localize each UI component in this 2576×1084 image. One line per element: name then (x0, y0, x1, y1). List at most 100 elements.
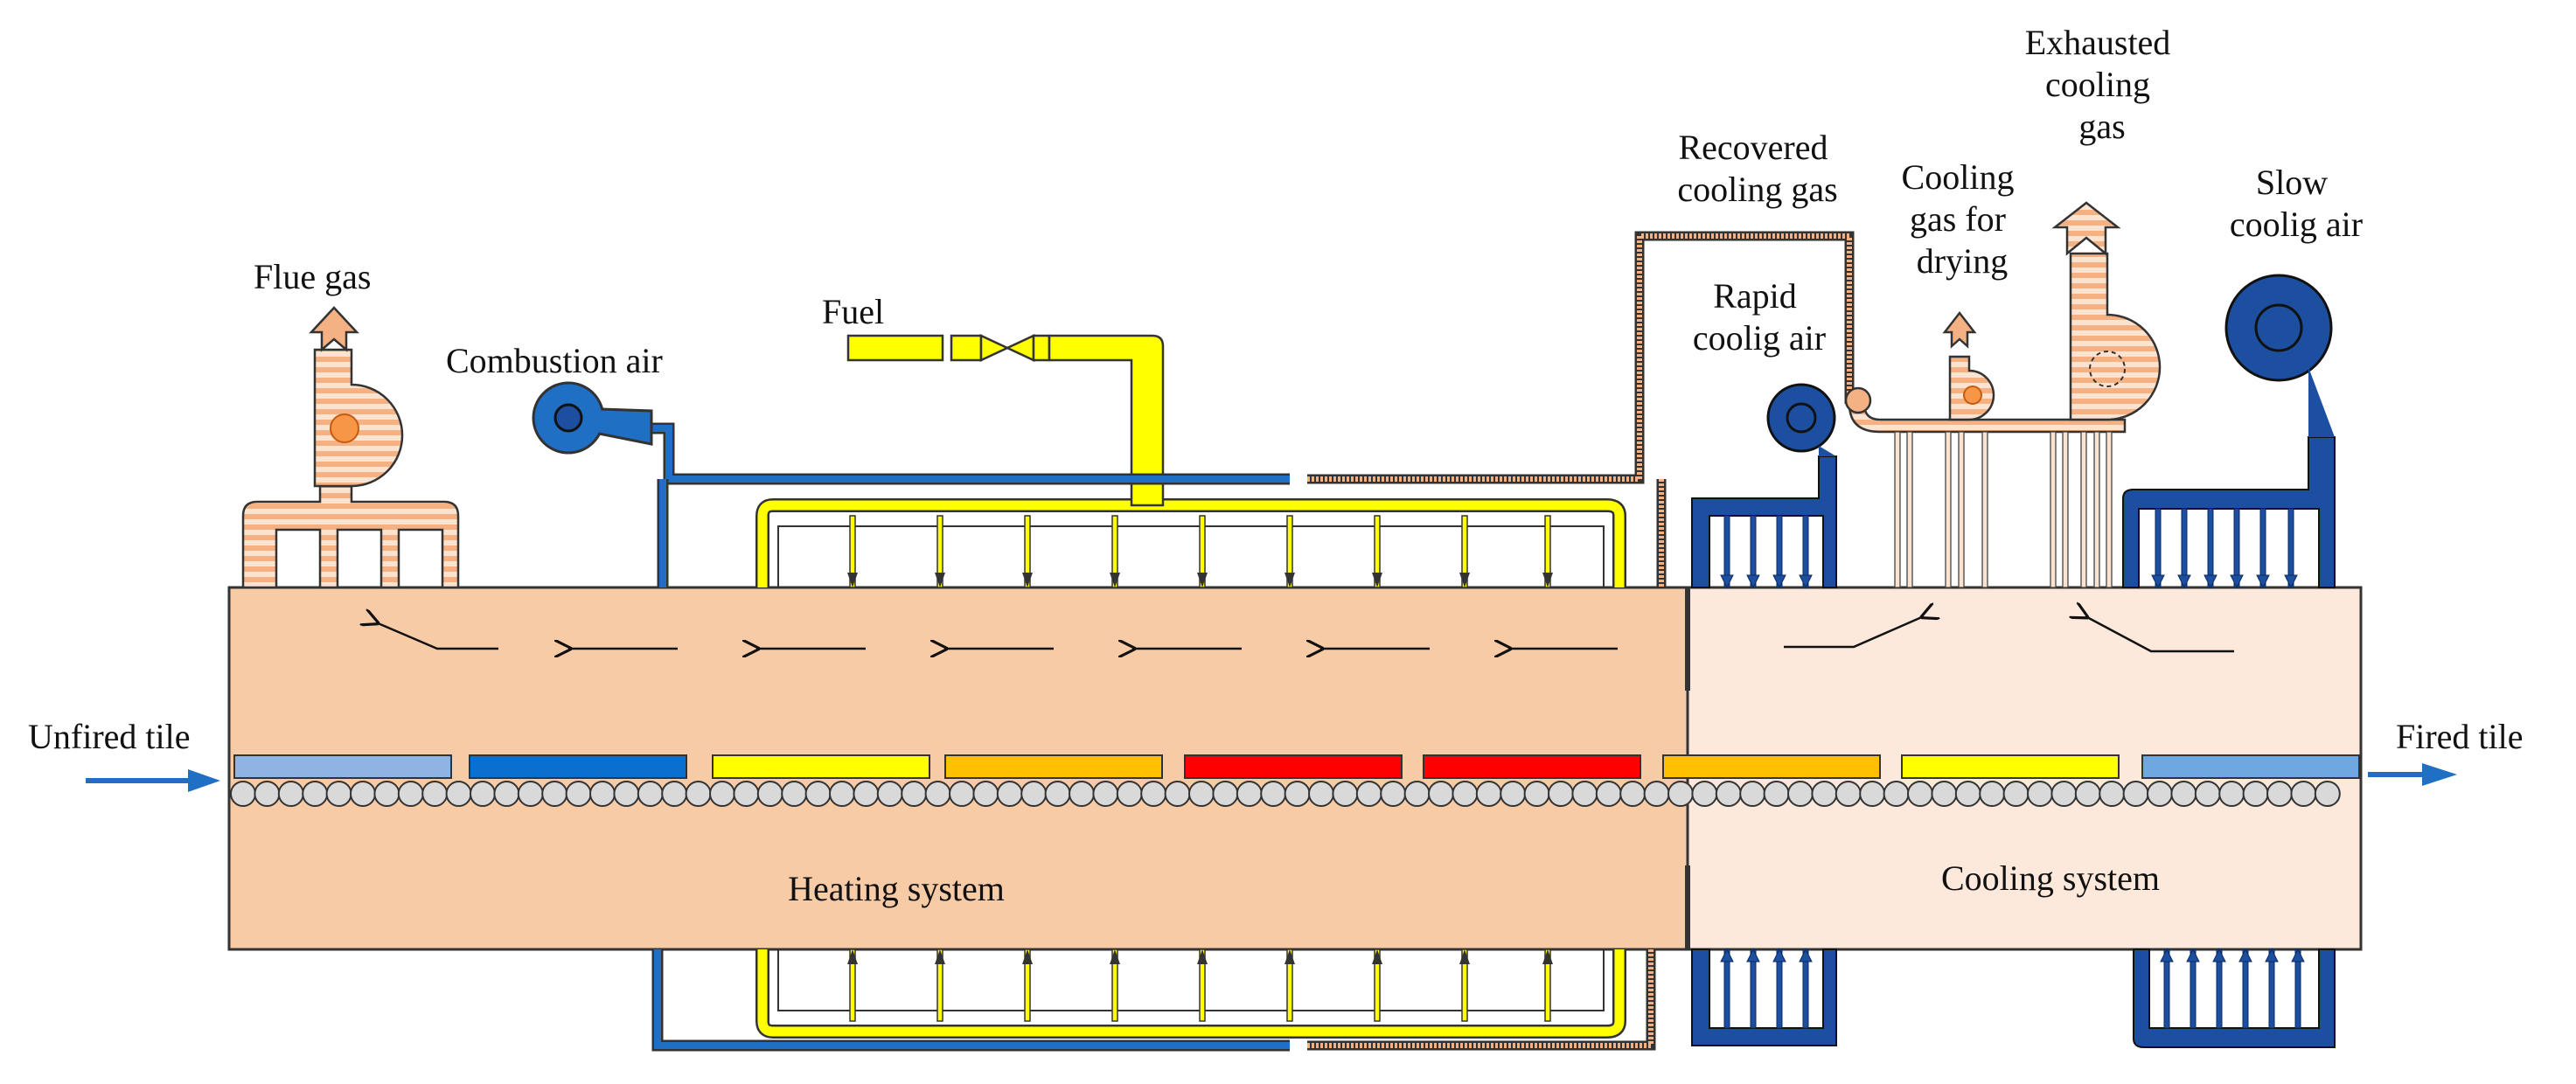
gas-tube (2080, 431, 2087, 588)
rapid-air-nozzles-bottom (1720, 948, 1813, 1029)
roller (829, 781, 855, 807)
tile (1423, 754, 1641, 779)
flow-arrow (1784, 616, 1924, 649)
roller (1787, 781, 1814, 807)
air-nozzle-arrow-icon (2177, 574, 2191, 589)
roller (756, 781, 783, 807)
air-nozzle-arrow-icon (1720, 948, 1734, 962)
roller (1044, 781, 1071, 807)
air-nozzle-arrow-icon (1772, 574, 1786, 589)
roller (493, 781, 520, 807)
rapid-air-fan-hub (1786, 402, 1817, 434)
flue-gas-label: Flue gas (254, 257, 371, 296)
roller (2314, 781, 2341, 807)
roller (1308, 781, 1334, 807)
gas-tube (1945, 431, 1952, 588)
burner-arrow-icon (1285, 949, 1295, 964)
roller (1452, 781, 1479, 807)
slow-air-manifold-bottom (2133, 948, 2336, 1048)
roller (1667, 781, 1694, 807)
roller (1643, 781, 1670, 807)
tile (1662, 754, 1881, 779)
roller (1380, 781, 1407, 807)
combustion-air-fan-hub (553, 403, 583, 433)
roller (2027, 781, 2053, 807)
fuel-lower-manifold-inner (777, 949, 1605, 1011)
unfired-tile-arrow-head (188, 769, 220, 792)
roller (1403, 781, 1431, 807)
rapid-cooling-air-label: Rapid coolig air (1693, 276, 1826, 358)
roller (254, 781, 281, 807)
burner-arrow-icon (1022, 949, 1033, 964)
gas-tube (1981, 431, 1988, 588)
roller (1548, 781, 1574, 807)
roller (2050, 781, 2078, 807)
roller (853, 781, 880, 807)
roller (2194, 781, 2221, 807)
roller (1020, 781, 1048, 807)
roller (2170, 781, 2197, 807)
roller (565, 781, 592, 807)
roller (421, 781, 449, 807)
roller (1116, 781, 1143, 807)
roller (1883, 781, 1910, 807)
tile (1901, 754, 2120, 779)
roller (1069, 781, 1095, 807)
combustion-air-label: Combustion air (446, 341, 663, 380)
roller (1595, 781, 1622, 807)
fuel-pipe-segment (1032, 334, 1051, 362)
burner-arrow-icon (847, 573, 858, 587)
air-nozzle-arrow-icon (1720, 574, 1734, 589)
burner-arrow-icon (1372, 573, 1382, 587)
roller (804, 781, 832, 807)
air-nozzle-arrow-icon (2256, 574, 2270, 589)
roller (1236, 781, 1263, 807)
gas-tube (1958, 431, 1965, 588)
roller (325, 781, 352, 807)
recovered-gas-duct-top (1307, 231, 1855, 484)
roller (1140, 781, 1167, 807)
fuel-main-pipe (1048, 334, 1165, 507)
flue-gas-exhaust-arrow-icon (309, 306, 359, 352)
roller (1188, 781, 1215, 807)
roller (685, 781, 712, 807)
roller (1571, 781, 1598, 807)
tile (469, 754, 687, 779)
roller (2002, 781, 2029, 807)
burner-arrow-icon (1022, 573, 1033, 587)
roller (2290, 781, 2317, 807)
rapid-air-manifold-bottom (1691, 948, 1837, 1046)
roller (397, 781, 424, 807)
roller (1835, 781, 1862, 807)
flue-gas-fan-housing (313, 348, 404, 488)
roller (949, 781, 975, 807)
roller (2242, 781, 2269, 807)
exhausted-cooling-gas-label: Exhausted cooling gas (2025, 23, 2180, 146)
fuel-valve-icon (979, 334, 1010, 362)
roller (1811, 781, 1838, 807)
burner-arrow-icon (1197, 573, 1208, 587)
burner-arrow-icon (1372, 949, 1382, 964)
slow-air-fan-hub (2254, 303, 2303, 352)
fuel-label: Fuel (822, 292, 884, 331)
exhausted-gas-fan-housing (2069, 252, 2162, 421)
unfired-tile-label: Unfired tile (28, 717, 191, 756)
burner-arrow-icon (1110, 573, 1120, 587)
roller (2074, 781, 2101, 807)
roller (1763, 781, 1790, 807)
gas-tube (1894, 431, 1901, 588)
roller (924, 781, 951, 807)
roller (1907, 781, 1933, 807)
slow-air-nozzles-bottom (2160, 948, 2305, 1029)
recovered-cooling-gas-system (1307, 231, 2127, 1051)
burner-arrow-icon (935, 573, 945, 587)
tile (1184, 754, 1403, 779)
roller (709, 781, 735, 807)
burner-arrow-icon (1542, 573, 1553, 587)
air-nozzle-arrow-icon (2291, 948, 2305, 962)
burner-arrow-icon (935, 949, 945, 964)
roller (1428, 781, 1454, 807)
exhausted-gas-exhaust-arrow-icon (2051, 201, 2121, 256)
air-nozzle-arrow-icon (1746, 574, 1760, 589)
